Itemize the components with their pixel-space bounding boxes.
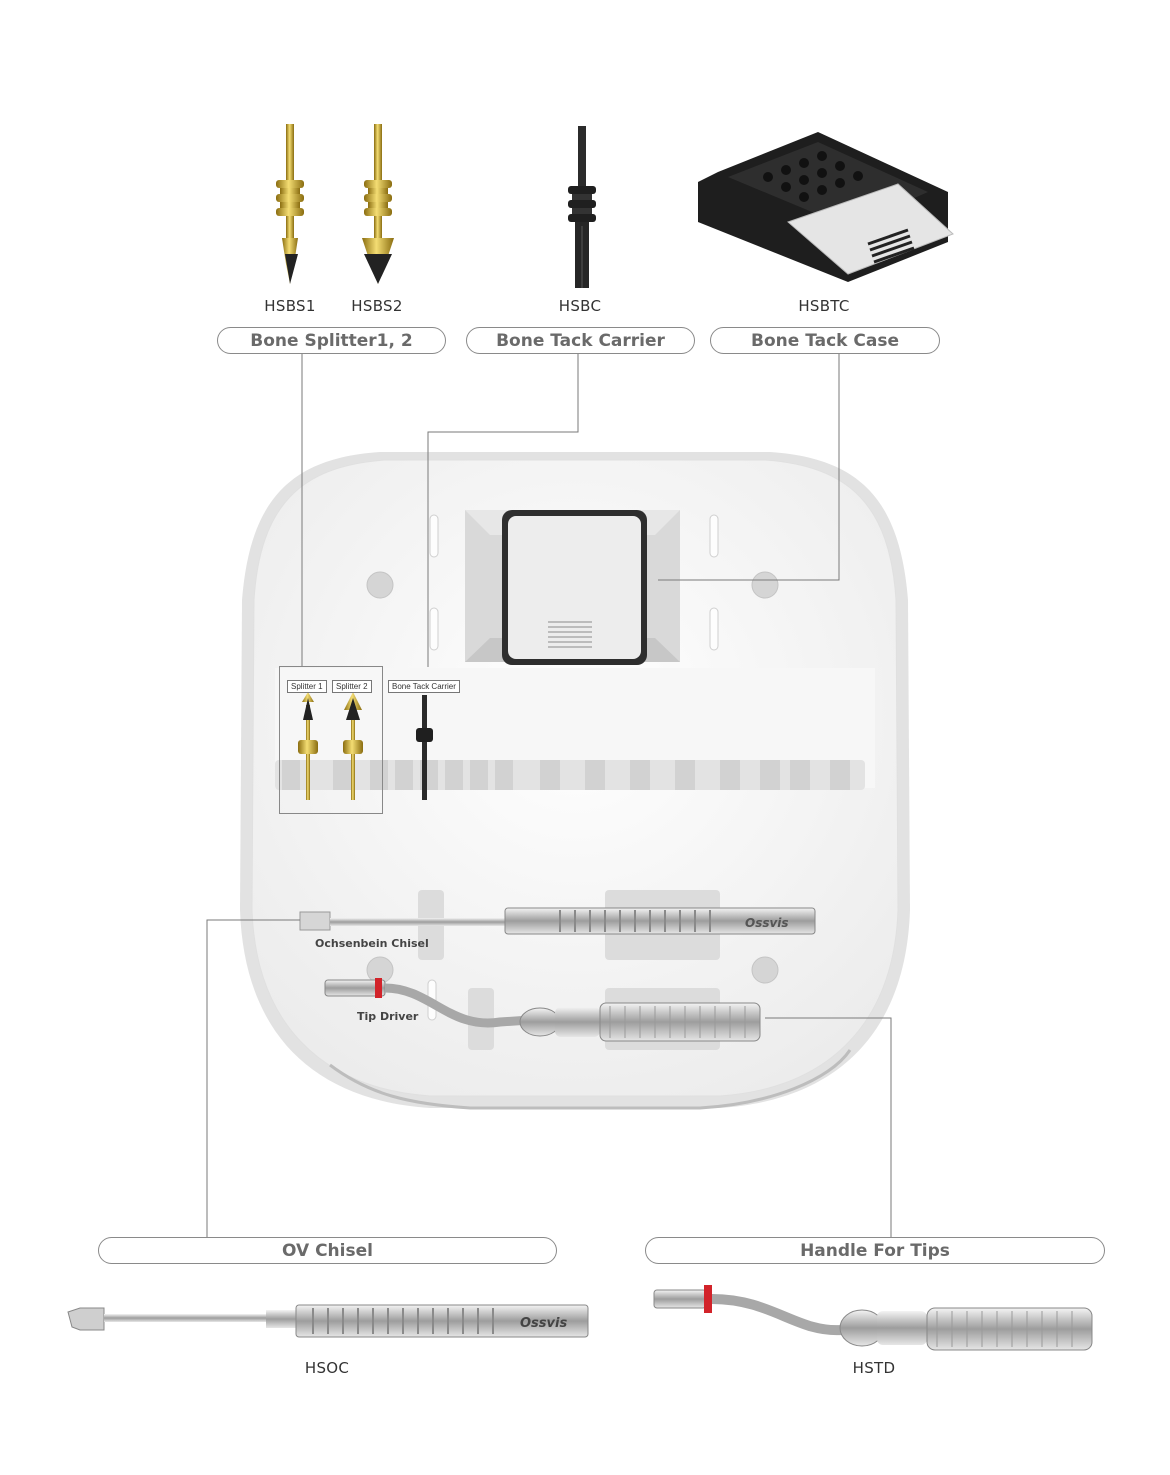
ov-chisel-image <box>67 1304 589 1338</box>
bone-tack-carrier-image <box>568 126 596 288</box>
brand-logo-tray: Ossvis <box>745 916 789 930</box>
slot-label-splitter-2: Splitter 2 <box>332 680 372 693</box>
code-hsbs1: HSBS1 <box>264 297 316 315</box>
handle-for-tips-image <box>653 1285 1093 1351</box>
splitter-slot-frame <box>279 666 383 814</box>
code-hsbc: HSBC <box>558 297 602 315</box>
code-hsoc: HSOC <box>304 1359 350 1377</box>
label-handle-for-tips: Handle For Tips <box>645 1237 1105 1264</box>
splitter-1-image <box>276 124 304 284</box>
label-tip-driver: Tip Driver <box>357 1010 419 1023</box>
label-bone-tack-carrier: Bone Tack Carrier <box>466 327 695 354</box>
code-hsbs2: HSBS2 <box>351 297 403 315</box>
label-ochsenbein-chisel: Ochsenbein Chisel <box>315 937 429 950</box>
slot-label-bone-tack-carrier: Bone Tack Carrier <box>388 680 460 693</box>
label-bone-splitter: Bone Splitter1, 2 <box>217 327 446 354</box>
brand-logo-chisel: Ossvis <box>520 1316 568 1331</box>
bone-tack-case-image <box>698 132 954 282</box>
code-hstd: HSTD <box>852 1359 896 1377</box>
label-bone-tack-case: Bone Tack Case <box>710 327 940 354</box>
slot-label-splitter-1: Splitter 1 <box>287 680 327 693</box>
splitter-2-image <box>362 124 394 284</box>
instrument-tray <box>240 452 910 1110</box>
code-hsbtc: HSBTC <box>798 297 850 315</box>
label-ov-chisel: OV Chisel <box>98 1237 557 1264</box>
